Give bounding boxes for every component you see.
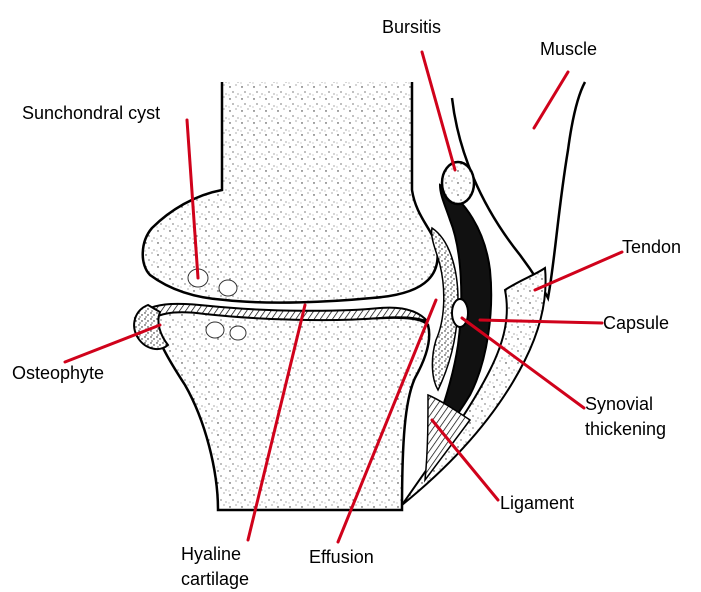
label-tendon: Tendon	[622, 236, 681, 258]
leader-capsule	[480, 320, 602, 323]
tibia-cyst-shape-2	[230, 326, 246, 340]
label-capsule: Capsule	[603, 312, 669, 334]
leader-muscle	[534, 72, 568, 128]
tibia-cyst-shape	[206, 322, 224, 338]
tibia-bone	[150, 310, 429, 510]
label-muscle: Muscle	[540, 38, 597, 60]
label-synovial-thickening-line1: Synovial	[585, 393, 653, 415]
label-hyaline-cartilage-line2: cartilage	[181, 568, 249, 590]
label-ligament: Ligament	[500, 492, 574, 514]
label-synovial-thickening-line2: thickening	[585, 418, 666, 440]
label-hyaline-cartilage-line1: Hyaline	[181, 543, 241, 565]
subchondral-cyst-shape-2	[219, 280, 237, 296]
label-osteophyte: Osteophyte	[12, 362, 104, 384]
label-bursitis: Bursitis	[382, 16, 441, 38]
label-subchondral-cyst: Sunchondral cyst	[22, 102, 160, 124]
leader-bursitis	[422, 52, 455, 170]
leader-tendon	[535, 252, 622, 290]
femur-bone	[143, 82, 438, 303]
synovial-thickening-shape	[452, 299, 468, 327]
label-effusion: Effusion	[309, 546, 374, 568]
bursitis-shape	[442, 162, 474, 204]
